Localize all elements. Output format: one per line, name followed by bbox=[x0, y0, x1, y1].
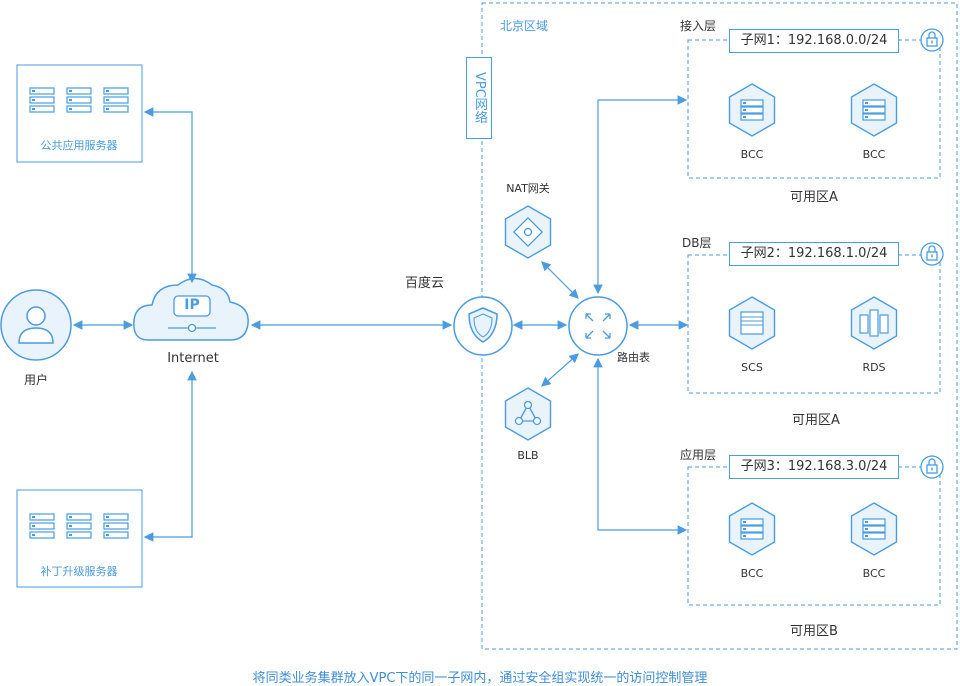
zone-label: 可用区A bbox=[792, 413, 840, 428]
region-label: 北京区域 bbox=[500, 19, 549, 33]
tier-box-access bbox=[687, 39, 941, 179]
subnet-label: 子网2：192.168.1.0/24 bbox=[729, 242, 899, 266]
tier-box-app bbox=[687, 466, 941, 606]
subnet-label: 子网3：192.168.3.0/24 bbox=[729, 455, 899, 479]
nat-label: NAT网关 bbox=[506, 182, 550, 195]
vpc-label: VPC网络 bbox=[466, 57, 492, 139]
user-label: 用户 bbox=[23, 373, 49, 387]
public-server-label: 公共应用服务器 bbox=[40, 139, 118, 152]
diagram-caption: 将同类业务集群放入VPC下的同一子网内，通过安全组实现统一的访问控制管理 bbox=[252, 671, 708, 686]
user-icon bbox=[0, 289, 72, 361]
lock-icon bbox=[920, 242, 944, 266]
lock-icon bbox=[920, 455, 944, 479]
zone-label: 可用区B bbox=[790, 624, 838, 639]
bcc-server-icon bbox=[728, 83, 776, 137]
tier-box-db bbox=[687, 254, 941, 394]
node-label: RDS bbox=[862, 361, 886, 374]
internet-cloud-icon bbox=[133, 277, 249, 341]
connector-router-app bbox=[593, 357, 688, 535]
blb-icon bbox=[504, 387, 552, 441]
patch-server-box bbox=[16, 489, 143, 588]
internet-label: Internet bbox=[167, 351, 219, 366]
tier-layer-label: DB层 bbox=[682, 236, 712, 250]
zone-label: 可用区A bbox=[790, 190, 838, 205]
nat-gateway-icon bbox=[504, 205, 552, 259]
node-label: SCS bbox=[741, 361, 763, 374]
rds-database-icon bbox=[850, 296, 898, 350]
connector-router-access bbox=[593, 95, 688, 295]
bcc-server-icon bbox=[850, 502, 898, 556]
bcc-server-icon bbox=[850, 83, 898, 137]
connector-router-blb bbox=[541, 353, 579, 387]
cloud-provider-label: 百度云 bbox=[405, 276, 445, 291]
connector-public-internet bbox=[143, 107, 197, 284]
tier-layer-label: 应用层 bbox=[680, 448, 717, 462]
connector-patch-internet bbox=[143, 370, 197, 542]
node-label: BCC bbox=[862, 148, 886, 161]
node-label: BCC bbox=[862, 567, 886, 580]
connector-nat-router bbox=[541, 261, 579, 299]
ip-text: IP bbox=[184, 297, 200, 313]
blb-label: BLB bbox=[517, 449, 539, 462]
tier-layer-label: 接入层 bbox=[680, 19, 717, 33]
scs-cache-icon bbox=[728, 296, 776, 350]
bcc-server-icon bbox=[728, 502, 776, 556]
node-label: BCC bbox=[740, 148, 764, 161]
patch-server-label: 补丁升级服务器 bbox=[40, 565, 118, 578]
node-label: BCC bbox=[740, 567, 764, 580]
shield-icon bbox=[453, 296, 513, 356]
lock-icon bbox=[920, 28, 944, 52]
subnet-label: 子网1：192.168.0.0/24 bbox=[729, 29, 899, 53]
router-icon bbox=[568, 296, 628, 356]
public-server-box bbox=[16, 64, 143, 163]
router-label: 路由表 bbox=[617, 351, 650, 364]
